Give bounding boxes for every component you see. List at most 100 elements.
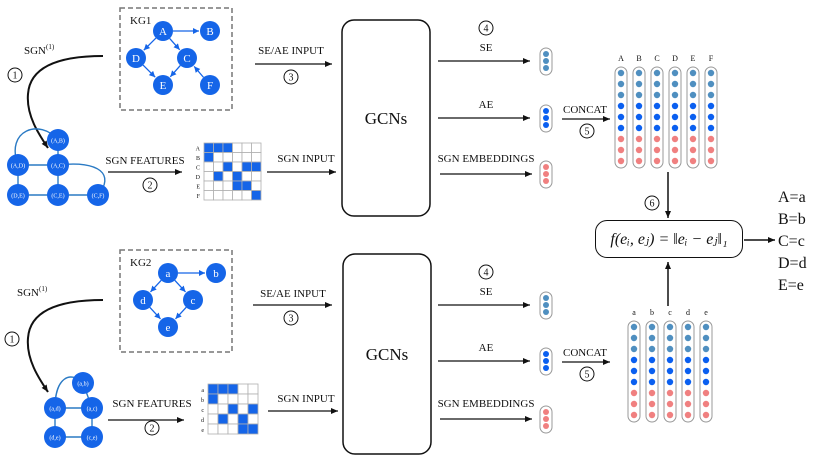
se-embedding-dot [543, 58, 549, 64]
concat-matrix-1-dot [689, 157, 697, 165]
sgn-feature-matrix-1-cell [241, 161, 252, 172]
concat-matrix-2-dot [666, 345, 674, 353]
concat-matrix-2-dot [666, 323, 674, 331]
sgn-embeddings-label: SGN EMBEDDINGS [438, 153, 535, 165]
concat-matrix-1-dot [653, 157, 661, 165]
concat-matrix-1-column-label: D [672, 54, 678, 63]
concat-matrix-2-dot [630, 323, 638, 331]
concat-matrix-1-dot [689, 146, 697, 154]
kg-edge-A-C [169, 38, 181, 51]
kg-edge-F-C [193, 65, 205, 78]
sgn-feature-matrix-2-cell [237, 393, 249, 405]
sgn-feature-matrix-2-cell [217, 423, 229, 435]
concat-matrix-1-column-label: C [654, 54, 659, 63]
concat-matrix-1-dot [689, 124, 697, 132]
concat-matrix-2-dot [648, 389, 656, 397]
kg-node-a [158, 263, 178, 283]
kg-node-F [200, 75, 220, 95]
gcns-block-bottom-label: GCNs [366, 345, 409, 364]
concat-matrix-1-dot [671, 146, 679, 154]
sgn-feature-matrix-2-cell [227, 383, 239, 395]
concat-matrix-1-dot [707, 157, 715, 165]
sgn-feature-matrix-1-cell [203, 161, 214, 172]
sgn2-node [44, 397, 66, 419]
sgn-feature-matrix-2-cell [217, 383, 229, 395]
kg-node-e [158, 317, 178, 337]
sgn-feature-matrix-1-row-label: F [197, 194, 201, 200]
kg-node-A [153, 21, 173, 41]
kg-node-label-e: e [166, 322, 171, 334]
concat-matrix-1-dot [707, 102, 715, 110]
kg-node-label-B: B [206, 26, 213, 38]
concat-label: CONCAT [563, 347, 607, 359]
concat-matrix-2-dot [666, 389, 674, 397]
concat-matrix-1-dot [653, 91, 661, 99]
concat-matrix-1-column-label: E [691, 54, 696, 63]
concat-matrix-2-dot [684, 345, 692, 353]
sgn-feature-matrix-1-cell [232, 171, 243, 182]
concat-matrix-2-dot [702, 400, 710, 408]
step-5-number: 5 [585, 127, 590, 138]
sgn-embedding-dot [543, 416, 549, 422]
sgn2-node [81, 397, 103, 419]
kg-node-b [206, 263, 226, 283]
sgn-feature-matrix-2-cell [227, 403, 239, 415]
concat-matrix-1-dot [617, 113, 625, 121]
step-5 [579, 366, 595, 382]
concat-matrix-1-dot [635, 102, 643, 110]
sgn-feature-matrix-1-cell [232, 190, 243, 201]
kg2-title: KG2 [130, 257, 151, 269]
alignment-result: D=d [778, 255, 807, 272]
concat-matrix-1-dot [671, 113, 679, 121]
concat-matrix-2-dot [648, 411, 656, 419]
sgn-feature-matrix-2-cell [247, 383, 259, 395]
concat-matrix-2-column-label: b [650, 308, 654, 317]
sgn-feature-matrix-1-cell [232, 161, 243, 172]
concat-matrix-1-dot [653, 69, 661, 77]
sgn1-node-label: (C,E) [51, 193, 64, 200]
step-4 [478, 20, 494, 36]
sgn2-node [44, 426, 66, 448]
sgn-feature-matrix-1-cell [241, 152, 252, 163]
ae-label: AE [479, 99, 494, 111]
concat-matrix-1-dot [707, 124, 715, 132]
sgn-operator-label-2: SGN(1) [17, 285, 48, 299]
concat-matrix-1-dot [689, 91, 697, 99]
concat-matrix-2-dot [684, 323, 692, 331]
ae-embedding-dot [543, 115, 549, 121]
ae-embedding-dot [543, 108, 549, 114]
sgn-feature-matrix-2-cell [207, 423, 219, 435]
concat-matrix-1-dot [689, 69, 697, 77]
concat-matrix-1-dot [653, 102, 661, 110]
concat-matrix-2-dot [666, 356, 674, 364]
sgn-feature-matrix-2-cell [227, 393, 239, 405]
sgn-feature-matrix-1-cell [203, 180, 214, 191]
step-6-number: 6 [650, 199, 655, 210]
alignment-result: C=c [778, 233, 805, 250]
concat-matrix-1-dot [707, 135, 715, 143]
sgn-feature-matrix-2-cell [207, 403, 219, 415]
concat-matrix-1-dot [635, 91, 643, 99]
kg-node-label-c: c [191, 295, 196, 307]
sgn-features-label: SGN FEATURES [112, 398, 191, 410]
concat-matrix-2-dot [684, 367, 692, 375]
sgn-feature-matrix-1-cell [232, 142, 243, 153]
step-3 [283, 69, 299, 85]
kg-node-c [183, 290, 203, 310]
sgn-feature-matrix-1-cell [222, 180, 233, 191]
kg-node-label-C: C [183, 53, 190, 65]
sgn1-node-label: (D,E) [11, 193, 25, 200]
step-3-number: 3 [289, 73, 294, 84]
alignment-result: A=a [778, 189, 806, 206]
sgn1-node-label: (A,B) [51, 138, 65, 145]
se-ae-input-label: SE/AE INPUT [260, 288, 326, 300]
step-3-number: 3 [289, 314, 294, 325]
kg-node-E [153, 75, 173, 95]
sgn1-node-label: (A,C) [51, 163, 65, 170]
kg-edge-C-E [169, 65, 181, 78]
concat-matrix-2-dot [648, 334, 656, 342]
concat-matrix-1-dot [671, 124, 679, 132]
sgn-embeddings-label: SGN EMBEDDINGS [438, 398, 535, 410]
sgn-feature-matrix-2-row-label: c [201, 408, 204, 414]
concat-matrix-1-dot [671, 135, 679, 143]
